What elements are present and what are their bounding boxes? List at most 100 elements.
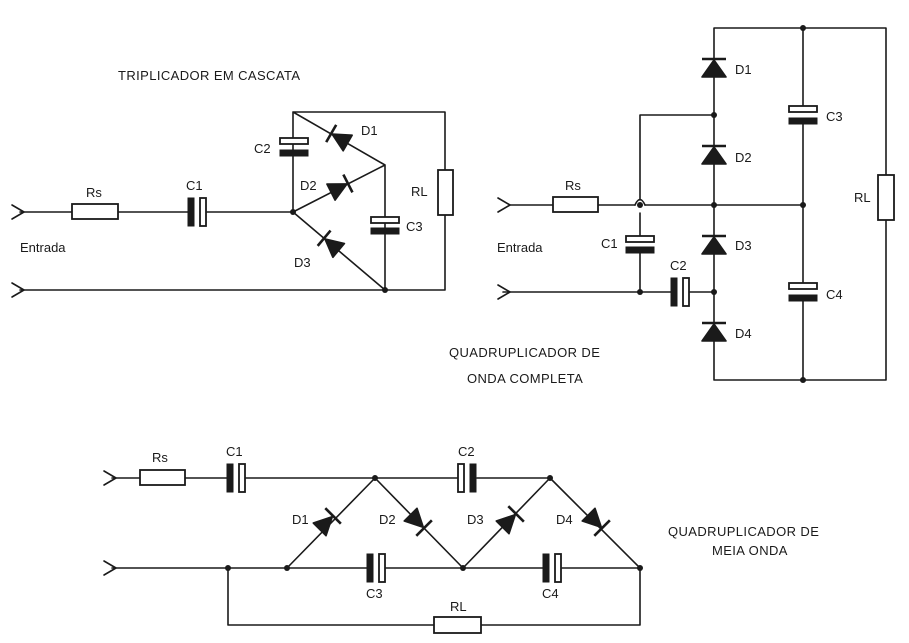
- half-wave-junction-dot: [284, 565, 290, 571]
- full-wave-junction-dot: [711, 202, 717, 208]
- tripler-input-bottom-arrow: [11, 282, 25, 298]
- tripler-d2-label: D2: [300, 178, 317, 193]
- tripler-rl-label: RL: [411, 184, 428, 199]
- half-wave-c4-label: C4: [542, 586, 559, 601]
- full-wave-rs-label: Rs: [565, 178, 581, 193]
- full-wave-title-line1: QUADRUPLICADOR DE: [449, 345, 600, 360]
- full-wave-c1-label: C1: [601, 236, 618, 251]
- full-wave-c4-plate-solid: [788, 294, 818, 302]
- half-wave-d3-label: D3: [467, 512, 484, 527]
- tripler-junction-dot: [382, 287, 388, 293]
- half-wave-junction-dot: [460, 565, 466, 571]
- full-wave-d4-diode: [701, 321, 727, 342]
- tripler-title: TRIPLICADOR EM CASCATA: [118, 68, 300, 83]
- half-wave-input-bottom-arrow: [103, 560, 117, 576]
- tripler-c2-plate-hollow: [279, 137, 309, 145]
- full-wave-d4-label: D4: [735, 326, 752, 341]
- full-wave-junction-dot: [711, 112, 717, 118]
- half-wave-d3-diode: [495, 505, 525, 535]
- full-wave-c2-plate-hollow: [682, 277, 690, 307]
- tripler-d2-diode: [326, 173, 354, 201]
- full-wave-input-top-arrow: [497, 197, 511, 213]
- full-wave-circuit: Rs D1 D2 D3 D4 C1 C2: [449, 25, 895, 386]
- full-wave-rl-resistor: [877, 174, 895, 221]
- tripler-c2-plate-solid: [279, 149, 309, 157]
- half-wave-title-line1: QUADRUPLICADOR DE: [668, 524, 819, 539]
- half-wave-c3-label: C3: [366, 586, 383, 601]
- half-wave-c4-plate-hollow: [554, 553, 562, 583]
- tripler-d3-diode: [316, 229, 346, 259]
- half-wave-d2-label: D2: [379, 512, 396, 527]
- half-wave-c2-plate-hollow: [457, 463, 465, 493]
- half-wave-c3-plate-hollow: [378, 553, 386, 583]
- tripler-c1-plate-solid: [187, 197, 195, 227]
- half-wave-c2-label: C2: [458, 444, 475, 459]
- half-wave-junction-dot: [225, 565, 231, 571]
- tripler-wires: [19, 111, 446, 291]
- tripler-d3-label: D3: [294, 255, 311, 270]
- half-wave-d1-label: D1: [292, 512, 309, 527]
- full-wave-c4-label: C4: [826, 287, 843, 302]
- half-wave-junction-dot: [637, 565, 643, 571]
- half-wave-c3-plate-solid: [366, 553, 374, 583]
- tripler-rs-label: Rs: [86, 185, 102, 200]
- half-wave-wires: [111, 477, 641, 626]
- half-wave-junction-dot: [372, 475, 378, 481]
- full-wave-c2-plate-solid: [670, 277, 678, 307]
- full-wave-junction-dot: [637, 202, 643, 208]
- full-wave-d1-diode: [701, 57, 727, 78]
- full-wave-d2-label: D2: [735, 150, 752, 165]
- full-wave-junction-dot: [637, 289, 643, 295]
- half-wave-rs-label: Rs: [152, 450, 168, 465]
- tripler-d1-label: D1: [361, 123, 378, 138]
- tripler-c2-label: C2: [254, 141, 271, 156]
- full-wave-c2-label: C2: [670, 258, 687, 273]
- tripler-d1-diode: [325, 124, 353, 152]
- full-wave-d2-diode: [701, 144, 727, 165]
- full-wave-input-label: Entrada: [497, 240, 543, 255]
- full-wave-d3-label: D3: [735, 238, 752, 253]
- full-wave-input-bottom-arrow: [497, 284, 511, 300]
- full-wave-junction-dot: [711, 289, 717, 295]
- half-wave-input-top-arrow: [103, 470, 117, 486]
- tripler-circuit: TRIPLICADOR EM CASCATA Rs C1 C2 C3 D1: [11, 68, 454, 298]
- tripler-c3-plate-hollow: [370, 216, 400, 224]
- half-wave-d2-diode: [403, 507, 433, 537]
- half-wave-junction-dot: [547, 475, 553, 481]
- tripler-input-label: Entrada: [20, 240, 66, 255]
- tripler-c1-label: C1: [186, 178, 203, 193]
- tripler-junction-dot: [290, 209, 296, 215]
- full-wave-junction-dot: [800, 25, 806, 31]
- half-wave-rl-label: RL: [450, 599, 467, 614]
- tripler-rs-resistor: [71, 203, 119, 220]
- half-wave-rs-resistor: [139, 469, 186, 486]
- full-wave-rs-resistor: [552, 196, 599, 213]
- tripler-c1-plate-hollow: [199, 197, 207, 227]
- full-wave-c3-label: C3: [826, 109, 843, 124]
- full-wave-crossover: [634, 198, 646, 206]
- full-wave-c4-plate-hollow: [788, 282, 818, 290]
- half-wave-rl-resistor: [433, 616, 482, 634]
- half-wave-circuit: Rs C1 C2 C3 C4 D1 D2: [103, 444, 819, 634]
- half-wave-d4-diode: [581, 507, 611, 537]
- full-wave-c1-plate-solid: [625, 246, 655, 254]
- full-wave-junction-dot: [800, 377, 806, 383]
- full-wave-c1-plate-hollow: [625, 235, 655, 243]
- half-wave-d1-diode: [312, 507, 342, 537]
- tripler-input-top-arrow: [11, 204, 25, 220]
- full-wave-d3-diode: [701, 234, 727, 255]
- full-wave-c3-plate-hollow: [788, 105, 818, 113]
- full-wave-d1-label: D1: [735, 62, 752, 77]
- half-wave-c2-plate-solid: [469, 463, 477, 493]
- full-wave-title-line2: ONDA COMPLETA: [467, 371, 583, 386]
- half-wave-c4-plate-solid: [542, 553, 550, 583]
- full-wave-c3-plate-solid: [788, 117, 818, 125]
- half-wave-c1-label: C1: [226, 444, 243, 459]
- tripler-c3-plate-solid: [370, 227, 400, 235]
- full-wave-junction-dot: [800, 202, 806, 208]
- tripler-rl-resistor: [437, 169, 454, 216]
- full-wave-rl-label: RL: [854, 190, 871, 205]
- half-wave-c1-plate-hollow: [238, 463, 246, 493]
- half-wave-d4-label: D4: [556, 512, 573, 527]
